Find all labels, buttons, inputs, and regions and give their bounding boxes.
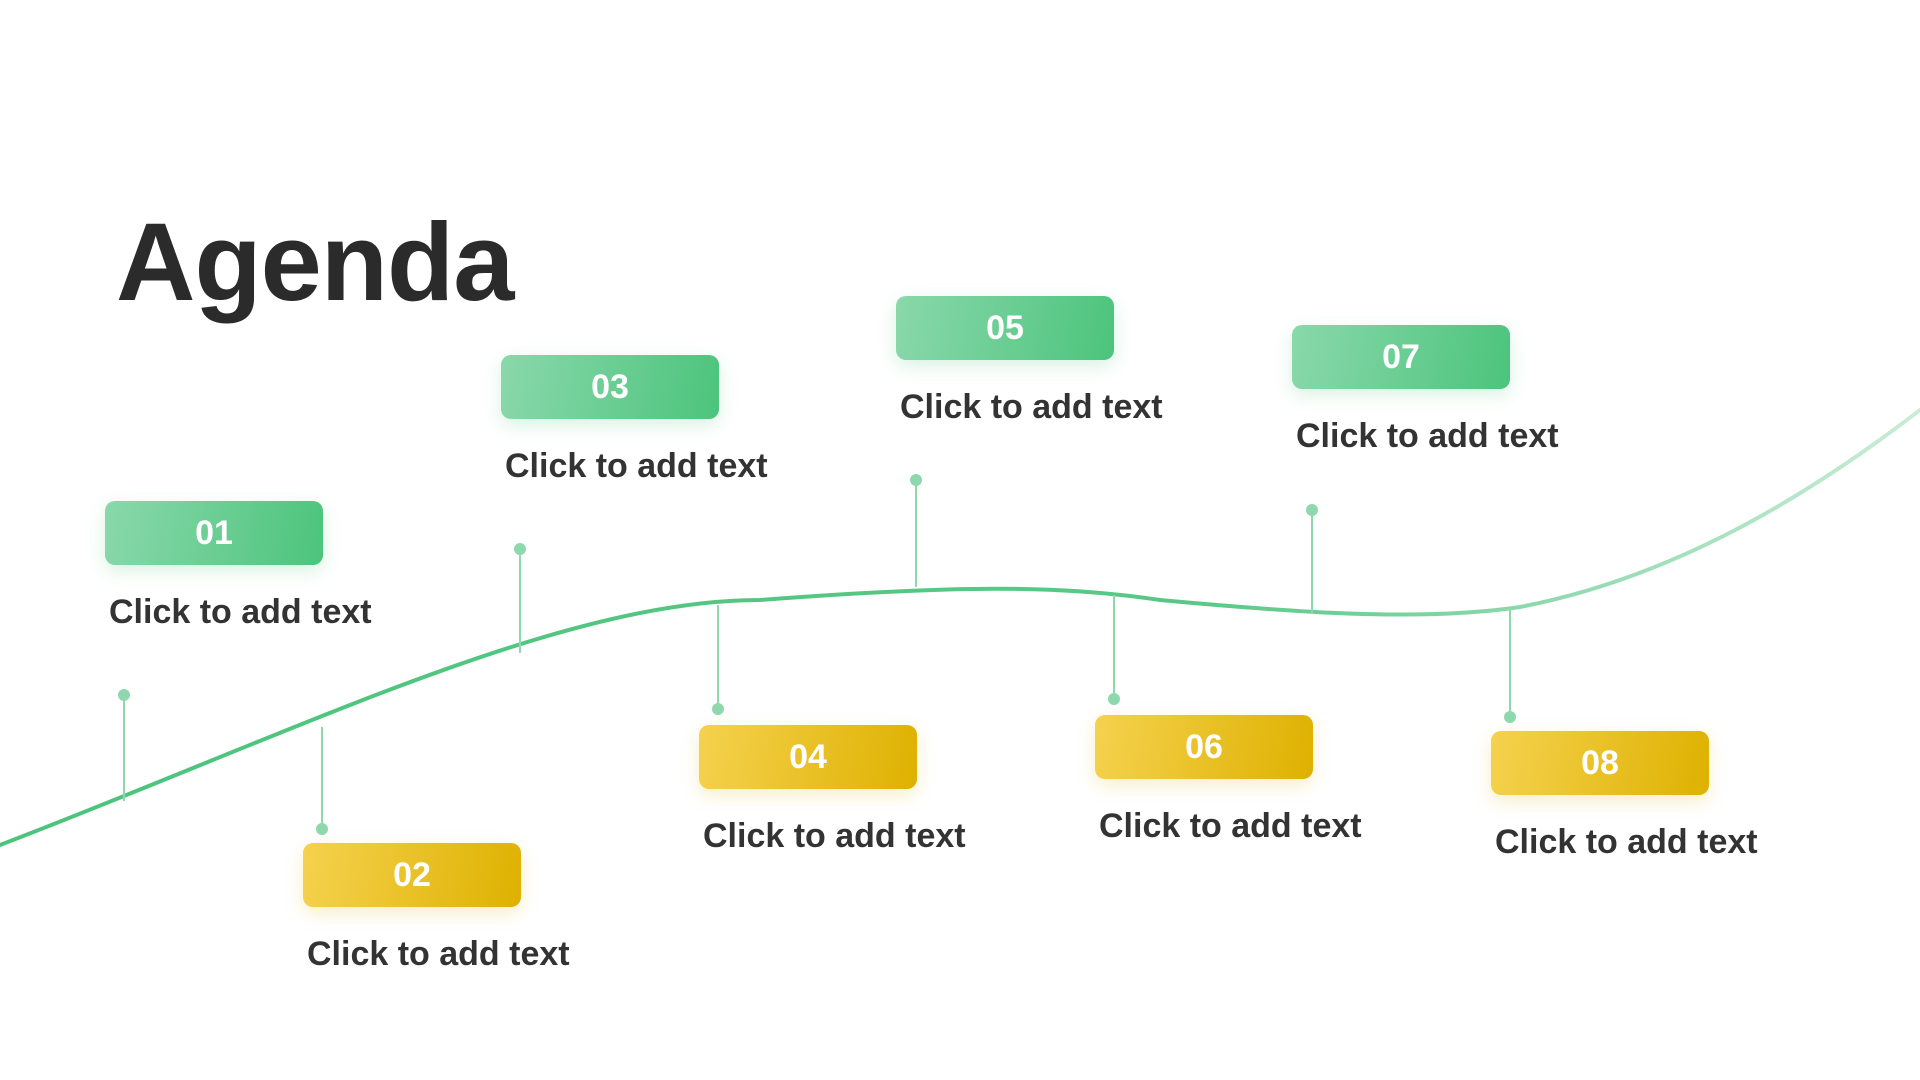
agenda-item-02: 02 Click to add text xyxy=(303,843,603,971)
item-text-06[interactable]: Click to add text xyxy=(1099,807,1362,845)
connector-dot-04 xyxy=(712,703,724,715)
item-number-badge-07[interactable]: 07 xyxy=(1292,325,1510,389)
item-number-badge-03[interactable]: 03 xyxy=(501,355,719,419)
item-text-04[interactable]: Click to add text xyxy=(703,817,966,855)
connector-dot-02 xyxy=(316,823,328,835)
item-number-badge-04[interactable]: 04 xyxy=(699,725,917,789)
connector-dot-01 xyxy=(118,689,130,701)
item-text-03[interactable]: Click to add text xyxy=(505,447,768,485)
item-number-badge-06[interactable]: 06 xyxy=(1095,715,1313,779)
connector-dot-05 xyxy=(910,474,922,486)
agenda-item-01: 01 Click to add text xyxy=(105,501,405,629)
item-text-08[interactable]: Click to add text xyxy=(1495,823,1758,861)
item-text-05[interactable]: Click to add text xyxy=(900,388,1163,426)
item-number-badge-01[interactable]: 01 xyxy=(105,501,323,565)
slide-title: Agenda xyxy=(116,201,514,324)
item-text-01[interactable]: Click to add text xyxy=(109,593,372,631)
item-text-07[interactable]: Click to add text xyxy=(1296,417,1559,455)
connector-dot-07 xyxy=(1306,504,1318,516)
item-number-badge-05[interactable]: 05 xyxy=(896,296,1114,360)
agenda-item-05: 05 Click to add text xyxy=(896,296,1196,424)
connector-dot-03 xyxy=(514,543,526,555)
timeline-curve xyxy=(0,408,1920,847)
connector-dot-06 xyxy=(1108,693,1120,705)
agenda-item-08: 08 Click to add text xyxy=(1491,731,1791,859)
agenda-item-07: 07 Click to add text xyxy=(1292,325,1592,453)
connector-dot-08 xyxy=(1504,711,1516,723)
item-text-02[interactable]: Click to add text xyxy=(307,935,570,973)
agenda-item-06: 06 Click to add text xyxy=(1095,715,1395,843)
item-number-badge-02[interactable]: 02 xyxy=(303,843,521,907)
agenda-item-03: 03 Click to add text xyxy=(501,355,801,483)
agenda-item-04: 04 Click to add text xyxy=(699,725,999,853)
item-number-badge-08[interactable]: 08 xyxy=(1491,731,1709,795)
